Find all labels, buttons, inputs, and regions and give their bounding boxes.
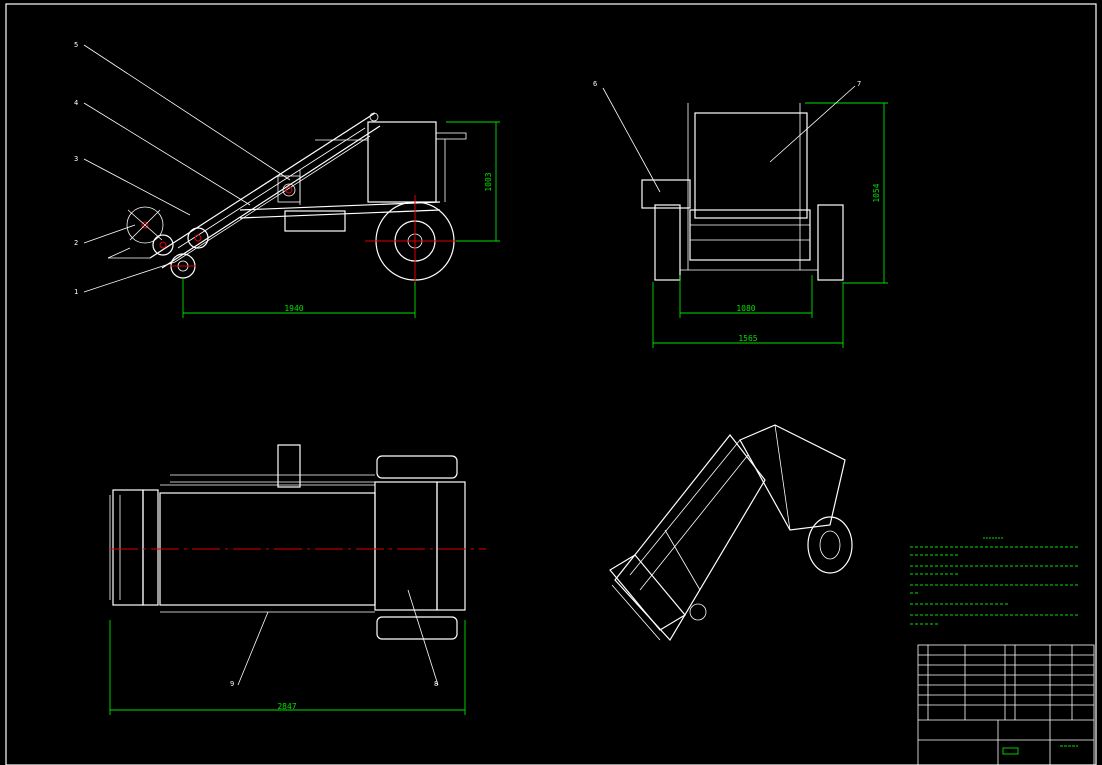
dim-front-track: 1080 xyxy=(736,304,755,313)
balloon-5: 5 xyxy=(74,41,78,49)
dim-side-length: 1940 xyxy=(284,304,303,313)
balloon-1: 1 xyxy=(74,288,78,296)
balloon-9: 9 xyxy=(230,680,234,688)
sheet-border xyxy=(5,3,1097,765)
front-view xyxy=(602,85,888,348)
balloon-3: 3 xyxy=(74,155,78,163)
dim-front-height: 1054 xyxy=(872,183,881,202)
side-view-leaders xyxy=(83,44,291,293)
balloon-2: 2 xyxy=(74,239,78,247)
top-view xyxy=(109,444,486,715)
balloon-6: 6 xyxy=(593,80,597,88)
dim-side-height: 1003 xyxy=(484,172,493,191)
isometric-view xyxy=(609,424,853,642)
dim-top-length: 2847 xyxy=(277,702,296,711)
title-block xyxy=(917,644,1095,765)
side-view xyxy=(107,112,500,318)
balloon-4: 4 xyxy=(74,99,78,107)
balloon-8: 8 xyxy=(434,680,438,688)
dim-front-width: 1565 xyxy=(738,334,757,343)
technical-notes xyxy=(910,537,1080,625)
balloon-7: 7 xyxy=(857,80,861,88)
